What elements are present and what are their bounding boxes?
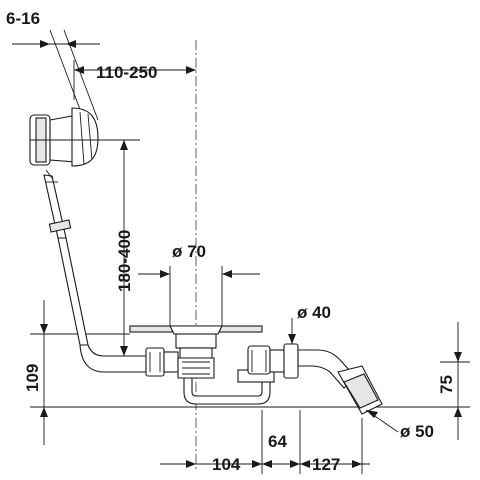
trap <box>183 345 275 405</box>
overflow-connection-pipe <box>79 344 179 377</box>
dim-label-outlet-diameter: ø 40 <box>297 303 331 322</box>
dim-label-width-right: 127 <box>312 455 340 474</box>
dim-label-waste-diameter: ø 70 <box>172 242 206 261</box>
overflow-head <box>29 107 100 167</box>
dim-label-width-left: 104 <box>212 455 241 474</box>
overflow-pipe <box>43 169 89 346</box>
dim-label-base-height: 109 <box>23 364 42 392</box>
dim-overflow-distance: 110-250 <box>73 60 196 100</box>
dim-trap-height: 75 <box>437 322 462 440</box>
dim-base-height: 109 <box>23 300 48 445</box>
waste-drain-body <box>129 325 263 379</box>
dim-overflow-height: 6-16 <box>6 9 100 48</box>
dim-label-overflow-height: 6-16 <box>6 9 40 28</box>
dim-label-overflow-distance: 110-250 <box>96 63 157 82</box>
bath-wall-line <box>49 29 85 121</box>
dim-overflow-range: 180-400 <box>100 139 140 356</box>
dim-outlet-diameter: ø 40 <box>288 303 331 344</box>
dim-label-overflow-range: 180-400 <box>115 230 134 292</box>
dim-label-width-middle: 64 <box>268 432 287 451</box>
drain-pipe <box>337 365 383 415</box>
dim-label-drain-diameter: ø 50 <box>400 422 434 441</box>
dim-bottom-chain: 104 64 127 <box>160 410 370 474</box>
dim-waste-diameter: ø 70 <box>138 242 260 326</box>
dim-drain-diameter: ø 50 <box>365 409 434 441</box>
dim-label-trap-height: 75 <box>437 375 456 394</box>
